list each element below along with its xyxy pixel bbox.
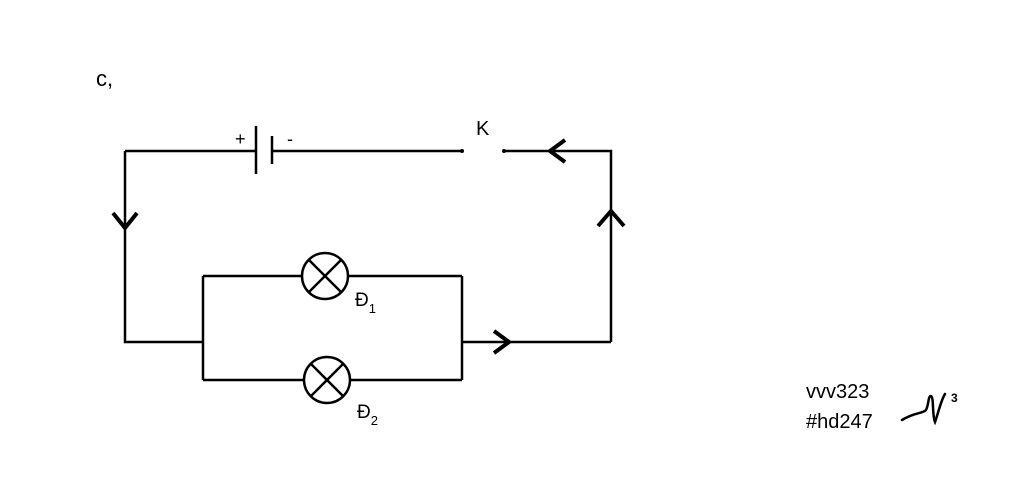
wire-top-right [504, 149, 613, 342]
battery-plus-label: + [235, 129, 246, 149]
lamp-2-index: 2 [371, 413, 378, 428]
lamp-1-index: 1 [369, 301, 376, 316]
signature-superscript: 3 [951, 391, 958, 405]
wire-left [123, 151, 203, 344]
lamp-2-symbol [302, 355, 352, 405]
battery-minus-label: - [287, 129, 293, 149]
part-label: c, [96, 66, 113, 91]
watermark-tag: #hd247 [806, 411, 873, 433]
switch-label: K [476, 118, 490, 140]
lamp-2-letter: Đ [357, 402, 371, 423]
current-arrow-right [596, 209, 626, 228]
current-arrow-bottom [492, 329, 511, 355]
current-arrow-left [111, 211, 139, 230]
lamp-1-label: Đ1 [355, 290, 376, 316]
current-arrow-top [548, 138, 567, 164]
lamp-2-label: Đ2 [357, 402, 378, 428]
lamp-1-symbol [300, 251, 350, 301]
signature-mark: 3 [900, 391, 958, 426]
lamp-1-letter: Đ [355, 290, 369, 311]
watermark-user: vvv323 [806, 381, 870, 403]
switch-k: K [460, 118, 506, 153]
